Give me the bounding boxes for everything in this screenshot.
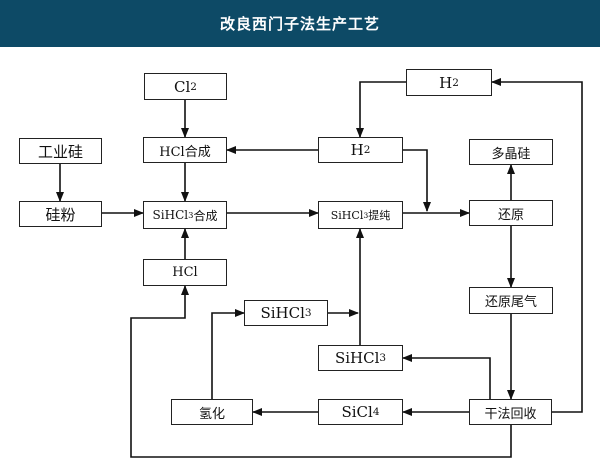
node-industrial-silicon: 工业硅 [19, 138, 102, 164]
node-polysilicon: 多晶硅 [469, 139, 553, 165]
node-silicon-powder: 硅粉 [19, 201, 102, 227]
arrow-dry-recovery-to-sihcl3-mid [402, 354, 491, 399]
node-hcl-synthesis: HCl合成 [143, 137, 227, 163]
arrow-h2-top-to-h2-mid [356, 81, 406, 138]
node-hydrogenation: 氢化 [171, 399, 253, 425]
arrow-h2-mid-to-reduction [403, 149, 431, 212]
page-title: 改良西门子法生产工艺 [0, 0, 600, 47]
node-dry-recovery: 干法回收 [469, 399, 552, 425]
arrow-dry-recovery-to-hcl [130, 285, 512, 458]
node-reduction: 还原 [469, 200, 553, 226]
arrow-dry-recovery-to-h2-top [491, 78, 583, 413]
flow-connectors [56, 78, 583, 458]
arrow-hydrogenation-to-sihcl3-low [211, 309, 245, 399]
node-hcl: HCl [143, 259, 227, 286]
node-reduction-tail-gas: 还原尾气 [469, 287, 553, 314]
